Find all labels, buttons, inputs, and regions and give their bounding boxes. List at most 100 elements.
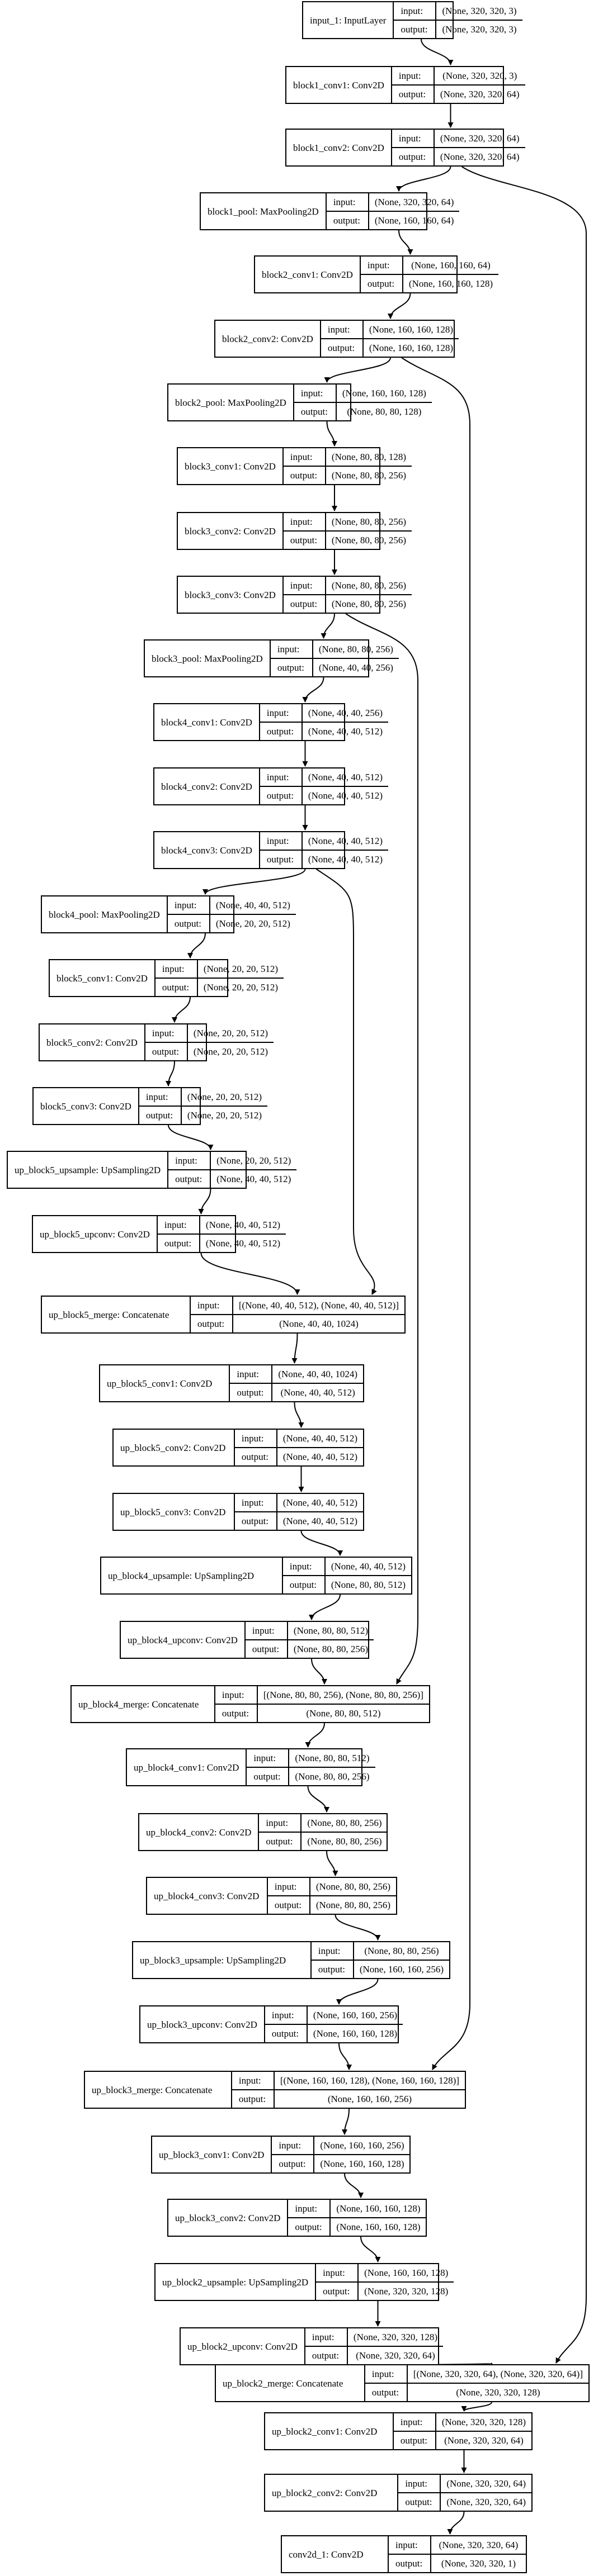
layer-name: block3_conv2: Conv2D [178, 513, 284, 549]
layer-name: up_block4_upsample: UpSampling2D [101, 1558, 283, 1593]
output-shape: (None, 40, 40, 512) [308, 726, 383, 737]
output-row: output:(None, 40, 40, 256) [270, 658, 399, 676]
output-label: output: [312, 1961, 354, 1978]
layer-shape-table: input:(None, 160, 160, 128)output:(None,… [294, 385, 432, 420]
layer-shape-table: input:(None, 80, 80, 256)output:(None, 8… [283, 513, 412, 549]
layer-shape-table: input:(None, 80, 80, 256)output:(None, 8… [259, 1814, 388, 1850]
output-label: output: [247, 1768, 290, 1785]
layer-name: input_1: InputLayer [303, 2, 394, 38]
layer-shape-table: input:(None, 320, 320, 64)output:(None, … [392, 130, 525, 165]
layer-shape-table: input:(None, 160, 160, 256)output:(None,… [272, 2137, 410, 2172]
layer-shape-table: input:(None, 80, 80, 512)output:(None, 8… [245, 1622, 374, 1658]
output-row: output: (None, 160, 160, 128) [272, 2154, 410, 2172]
output-shape: (None, 80, 80, 256) [331, 535, 407, 545]
layer-name: block1_conv2: Conv2D [286, 130, 392, 165]
input-label: input: [284, 513, 326, 530]
input-row: input:(None, 320, 320, 128) [305, 2328, 443, 2346]
output-label: output: [260, 787, 303, 804]
edge-up-block5-conv1-to-up-block5-conv2 [294, 1402, 304, 1428]
input-label: input: [156, 960, 198, 978]
input-shape: [(None, 40, 40, 512), (None, 40, 40, 512… [238, 1300, 399, 1311]
layer-name: up_block4_conv2: Conv2D [139, 1814, 260, 1850]
input-shape: (None, 20, 20, 512) [187, 1092, 262, 1102]
layer-name: block1_conv1: Conv2D [286, 67, 392, 103]
output-row: output:(None, 40, 40, 512) [260, 850, 389, 868]
output-shape: (None, 40, 40, 512) [282, 1451, 357, 1462]
output-row: output:(None, 320, 320, 3) [394, 20, 522, 38]
input-row: input:(None, 320, 320, 3) [394, 2, 522, 20]
input-label: input: [394, 2, 437, 20]
input-label: input: [247, 1749, 290, 1767]
input-row: input:(None, 40, 40, 512) [235, 1494, 363, 1511]
input-label: input: [288, 2200, 331, 2217]
input-row: input:[(None, 160, 160, 128), (None, 160… [232, 2072, 465, 2089]
layer-name: up_block5_merge: Concatenate [42, 1297, 191, 1332]
input-label: input: [259, 1814, 302, 1832]
input-shape: (None, 160, 160, 128) [369, 324, 454, 335]
input-label: input: [312, 1942, 354, 1960]
layer-name: up_block4_merge: Concatenate [72, 1686, 215, 1722]
layer-name: block4_conv1: Conv2D [154, 704, 260, 740]
layer-shape-table: input:[(None, 40, 40, 512), (None, 40, 4… [190, 1297, 404, 1332]
input-shape: (None, 40, 40, 512) [308, 836, 383, 846]
output-label: output: [361, 275, 403, 292]
layer-name: block1_pool: MaxPooling2D [201, 193, 327, 229]
layer-name: block2_conv1: Conv2D [255, 257, 361, 292]
input-row: input:(None, 80, 80, 256) [271, 641, 399, 658]
input-shape: (None, 40, 40, 512) [308, 772, 383, 782]
output-shape: (None, 80, 80, 256) [331, 470, 407, 481]
edge-up-block4-conv2-to-up-block4-conv3 [326, 1851, 338, 1876]
output-shape: (None, 20, 20, 512) [193, 1046, 268, 1057]
edge-block1-conv2-to-up-block2-merge [461, 166, 587, 2364]
layer-shape-table: input:(None, 160, 160, 128)output:(None,… [321, 321, 459, 357]
output-shape: (None, 40, 40, 256) [318, 662, 393, 673]
edge-block1-conv2-to-block1-pool [396, 166, 451, 192]
input-label: input: [168, 1152, 211, 1169]
input-shape: (None, 40, 40, 512) [205, 1220, 281, 1230]
input-label: input: [265, 2006, 308, 2024]
output-label: output: [230, 1384, 273, 1401]
output-shape: (None, 80, 80, 256) [315, 1900, 390, 1910]
output-shape: (None, 40, 40, 512) [280, 1387, 355, 1398]
input-label: input: [284, 577, 326, 594]
input-row: input:(None, 40, 40, 512) [283, 1558, 411, 1575]
layer-shape-table: input:(None, 320, 320, 64)output:(None, … [389, 2536, 526, 2572]
layer-name: block5_conv3: Conv2D [34, 1088, 139, 1124]
layer-name: up_block2_conv1: Conv2D [265, 2413, 394, 2449]
layer-shape-table: input:(None, 160, 160, 128)output:(None,… [288, 2200, 426, 2236]
output-shape: (None, 320, 320, 128) [364, 2286, 449, 2297]
output-shape: (None, 160, 160, 128) [369, 343, 454, 353]
edge-block3-conv3-to-block3-pool [321, 613, 335, 639]
output-row: output:(None, 160, 160, 256) [311, 1960, 449, 1978]
input-shape: (None, 80, 80, 256) [315, 1881, 390, 1892]
input-row: input:(None, 20, 20, 512) [145, 1024, 274, 1042]
output-label: output: [284, 467, 326, 484]
input-label: input: [168, 896, 210, 914]
layer-name: up_block2_upsample: UpSampling2D [156, 2264, 317, 2300]
layer-shape-table: input:(None, 80, 80, 128)output:(None, 8… [283, 448, 412, 484]
input-label: input: [235, 1494, 277, 1511]
input-row: input:(None, 40, 40, 512) [168, 896, 296, 914]
input-shape: (None, 20, 20, 512) [193, 1028, 268, 1038]
edge-block4-conv3-to-up-block5-merge [315, 869, 377, 1295]
output-label: output: [272, 2155, 315, 2172]
output-shape: (None, 20, 20, 512) [215, 918, 290, 929]
layer-shape-table: input:(None, 20, 20, 512)output:(None, 2… [139, 1088, 268, 1124]
output-row: output:(None, 80, 80, 128) [294, 402, 432, 420]
input-shape: (None, 320, 320, 128) [353, 2332, 438, 2342]
output-shape: (None, 160, 160, 128) [320, 2158, 404, 2169]
input-shape: [(None, 160, 160, 128), (None, 160, 160,… [280, 2075, 459, 2086]
input-label: input: [394, 2413, 436, 2431]
layer-shape-table: input:[(None, 160, 160, 128), (None, 160… [232, 2072, 465, 2108]
input-label: input: [260, 704, 303, 722]
output-label: output: [259, 1833, 302, 1850]
